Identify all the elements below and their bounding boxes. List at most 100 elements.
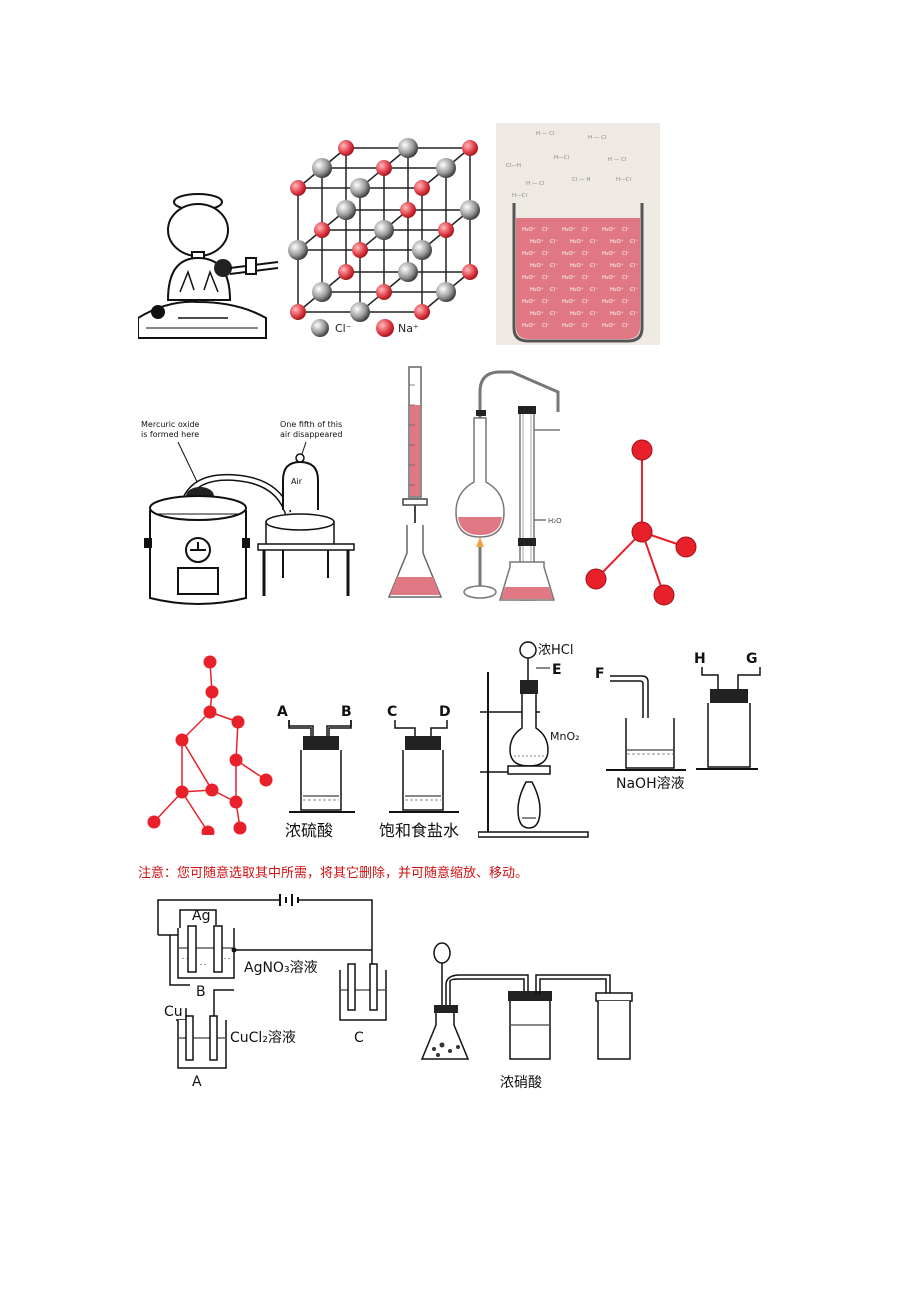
diamond-atom [229,753,243,767]
dissolved-ion-mark: H₃O⁺ [562,298,576,305]
dissolved-ion-mark: H₃O⁺ [610,262,624,269]
svg-text:- -: - - [200,961,206,968]
wash-bottle-ab: A B 浓硫酸 [277,704,355,840]
diamond-bond [181,791,209,833]
tube-label-f: F [595,666,605,682]
one-fifth-label-2: air disappeared [280,430,342,439]
diamond-atom [205,685,219,699]
tube-label-b: B [341,704,352,720]
dissolved-ion-mark: Cl⁻ [542,299,550,305]
dissolved-ion-mark: H₃O⁺ [562,226,576,233]
tube-label-g: G [746,651,758,667]
one-fifth-label-1: One fifth of this [280,420,342,429]
naoh-beaker: F NaOH溶液 [595,666,686,792]
sublimation-apparatus [138,193,278,339]
copper-label: Cu [164,1004,183,1020]
dissolved-ion-mark: H₃O⁺ [570,286,584,293]
mercuric-oxide-label-2: is formed here [141,430,199,439]
gas-molecule-mark: H—Cl [616,177,631,183]
dissolved-ion-mark: H₃O⁺ [602,250,616,257]
cell-label-c: C [354,1030,364,1046]
chloride-legend-label: Cl⁻ [335,322,352,335]
dissolved-ion-mark: Cl⁻ [622,251,630,257]
dissolved-ion-mark: H₃O⁺ [562,322,576,329]
chloride-ion [312,158,332,178]
chloride-ion [436,282,456,302]
dissolved-ion-mark: H₃O⁺ [522,250,536,257]
dissolved-ion-mark: H₃O⁺ [610,238,624,245]
chloride-ion [398,262,418,282]
sodium-ion [462,264,478,280]
dissolved-ion-mark: Cl⁻ [542,251,550,257]
editing-note: 注意：您可随意选取其中所需，将其它删除，并可随意缩放、移动。 [138,866,529,881]
sodium-ion [462,140,478,156]
dissolved-ion-mark: Cl⁻ [582,323,590,329]
lavoisier-apparatus: Mercuric oxide is formed here One fifth … [141,420,355,605]
dissolved-ion-mark: Cl⁻ [630,263,638,269]
nacl-lattice: Cl⁻ Na⁺ [288,138,480,337]
dissolved-ion-mark: Cl⁻ [630,287,638,293]
dissolved-ion-mark: Cl⁻ [550,287,558,293]
tube-label-h: H [694,651,706,667]
dissolved-ion-mark: Cl⁻ [542,227,550,233]
cell-label-a: A [192,1074,202,1090]
hcl-label: 浓HCl [538,643,573,658]
dissolved-ion-mark: Cl⁻ [542,275,550,281]
diamond-atom [175,733,189,747]
distillation-apparatus: H₂O [455,370,562,601]
dissolved-ion-mark: Cl⁻ [630,311,638,317]
gas-molecule-mark: Cl—H [506,163,521,169]
chloride-ion [350,178,370,198]
sodium-ion [352,242,368,258]
dissolved-ion-mark: Cl⁻ [550,239,558,245]
gas-molecule-mark: H—Cl [512,193,527,199]
naoh-label: NaOH溶液 [616,776,685,792]
diamond-atom [233,821,247,835]
dissolved-ion-mark: H₃O⁺ [530,310,544,317]
gas-bottle-hg: H G [694,651,761,770]
tetrahedral-molecule [585,439,697,606]
chloride-ion [398,138,418,158]
cucl2-label: CuCl₂溶液 [230,1030,296,1046]
mercuric-oxide-label-1: Mercuric oxide [141,420,200,429]
dissolved-ion-mark: H₃O⁺ [530,238,544,245]
dissolved-ion-mark: Cl⁻ [590,311,598,317]
dissolved-ion-mark: Cl⁻ [542,323,550,329]
sodium-ion [314,222,330,238]
dissolved-ion-mark: H₃O⁺ [570,262,584,269]
dissolved-ion-mark: Cl⁻ [582,275,590,281]
dissolved-ion-mark: Cl⁻ [622,323,630,329]
chloride-ion [412,240,432,260]
svg-text:- -: - - [224,955,230,962]
svg-text:- -: - - [182,955,188,962]
gas-molecule-mark: H — Cl [526,181,545,187]
diamond-atom [203,705,217,719]
dissolved-ion-mark: H₃O⁺ [530,262,544,269]
tube-label-c: C [387,704,397,720]
dissolved-ion-mark: Cl⁻ [582,251,590,257]
sodium-ion [338,140,354,156]
chloride-ion [350,302,370,322]
nitric-acid-label: 浓硝酸 [500,1075,542,1091]
diamond-atom [231,715,245,729]
tube-label-e: E [552,662,562,678]
chlorine-generator: 浓HCl E MnO₂ [478,641,589,838]
sodium-ion [414,180,430,196]
dissolved-ion-mark: Cl⁻ [622,275,630,281]
dissolved-ion-mark: H₃O⁺ [570,310,584,317]
chloride-ion [436,158,456,178]
dissolved-ion-mark: Cl⁻ [590,287,598,293]
chloride-ion [312,282,332,302]
wash-bottle-cd: C D 饱和食盐水 [379,704,459,840]
gas-molecule-mark: H — Cl [536,131,555,137]
sodium-ion [290,304,306,320]
saltwater-label: 饱和食盐水 [379,821,459,840]
gas-molecule-mark: H — Cl [608,157,627,163]
tube-label-a: A [277,704,288,720]
sodium-ion [400,202,416,218]
chloride-legend-icon [311,319,329,337]
chloride-ion [460,200,480,220]
chloride-ion [374,220,394,240]
diamond-atom [201,825,215,835]
